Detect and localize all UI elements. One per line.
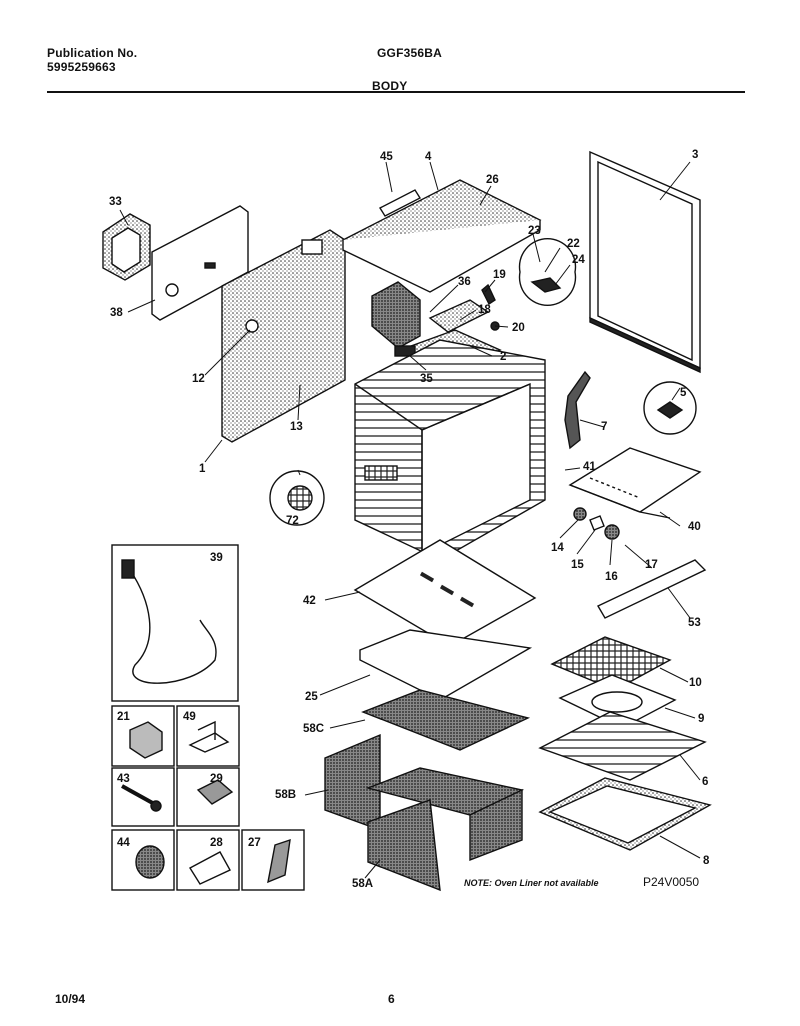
callout-36: 36 — [458, 276, 471, 288]
inset-box-28 — [176, 829, 240, 891]
callout-10: 10 — [689, 677, 702, 689]
callout-24: 24 — [572, 254, 585, 266]
model-number: GGF356BA — [377, 46, 442, 60]
callout-43: 43 — [117, 773, 130, 785]
callout-1: 1 — [199, 463, 206, 475]
inset-box-29 — [176, 767, 240, 827]
callout-25: 25 — [305, 691, 318, 703]
part-gasket-72 — [269, 470, 325, 526]
callout-33: 33 — [109, 196, 122, 208]
part-top-tray-4 — [341, 179, 542, 293]
callout-20: 20 — [512, 322, 525, 334]
part-trim-53 — [597, 559, 707, 619]
publication-label: Publication No. — [47, 46, 138, 60]
callout-9: 9 — [698, 713, 704, 725]
callout-58c: 58C — [303, 723, 324, 735]
part-latch-36 — [371, 281, 421, 349]
callout-58a: 58A — [352, 878, 373, 890]
diagram-code: P24V0050 — [643, 875, 699, 889]
part-oven-body — [354, 339, 546, 561]
callout-8: 8 — [703, 855, 710, 867]
inset-box-44 — [111, 829, 175, 891]
callout-38: 38 — [110, 307, 123, 319]
callout-44: 44 — [117, 837, 130, 849]
callout-13: 13 — [290, 421, 303, 433]
callout-14: 14 — [551, 542, 564, 554]
callout-15: 15 — [571, 559, 584, 571]
publication-number: 5995259663 — [47, 60, 116, 74]
callout-5: 5 — [680, 387, 687, 399]
part-leveler-5 — [643, 381, 697, 435]
part-brackets-22-24 — [518, 238, 577, 306]
part-plate-25 — [359, 629, 533, 701]
leader-lines — [119, 161, 701, 879]
footer-date: 10/94 — [55, 992, 86, 1006]
callout-12: 12 — [192, 373, 205, 385]
callout-23: 23 — [528, 225, 541, 237]
callout-22: 22 — [567, 238, 580, 250]
callout-49: 49 — [183, 711, 196, 723]
callout-42: 42 — [303, 595, 316, 607]
callout-29: 29 — [210, 773, 223, 785]
part-panel-3 — [589, 150, 701, 374]
callout-19: 19 — [493, 269, 506, 281]
part-pan-8 — [538, 777, 712, 851]
inset-box-21 — [111, 705, 175, 767]
callout-41: 41 — [583, 461, 596, 473]
callout-6: 6 — [702, 776, 708, 788]
header-rule — [47, 91, 745, 93]
callout-17: 17 — [645, 559, 658, 571]
callout-53: 53 — [688, 617, 701, 629]
callout-2: 2 — [500, 351, 506, 363]
inset-box-49 — [176, 705, 240, 767]
callout-26: 26 — [486, 174, 499, 186]
callout-28: 28 — [210, 837, 223, 849]
callout-72: 72 — [286, 515, 299, 527]
part-hardware-18-20 — [428, 283, 500, 333]
callout-18: 18 — [478, 304, 491, 316]
inset-box-43 — [111, 767, 175, 827]
callout-58b: 58B — [275, 789, 296, 801]
callout-labels: 45 4 26 3 33 23 22 24 19 38 36 18 20 2 1… — [109, 149, 710, 890]
part-hinge-7 — [564, 370, 591, 450]
part-back-panel-1 — [221, 229, 346, 443]
callout-40: 40 — [688, 521, 701, 533]
part-broiler-pan-9 — [558, 674, 677, 729]
part-knobs-14-16 — [573, 507, 620, 540]
oven-liner-note: NOTE: Oven Liner not available — [464, 878, 599, 888]
callout-4: 4 — [425, 151, 432, 163]
inset-box-27 — [241, 829, 305, 891]
callout-3: 3 — [692, 149, 698, 161]
part-bracket-33 — [102, 213, 151, 281]
part-rack-6 — [538, 711, 707, 781]
callout-27: 27 — [248, 837, 261, 849]
callout-39: 39 — [210, 552, 223, 564]
callout-45: 45 — [380, 151, 393, 163]
part-bracket-40 — [568, 447, 702, 519]
section-title: BODY — [372, 79, 408, 93]
callout-7: 7 — [601, 421, 607, 433]
callout-21: 21 — [117, 711, 130, 723]
page-number: 6 — [388, 992, 395, 1006]
inset-box-39 — [111, 544, 239, 702]
callout-16: 16 — [605, 571, 618, 583]
part-plate-42 — [353, 539, 537, 647]
part-drawer-58 — [324, 689, 531, 892]
callout-35: 35 — [420, 373, 433, 385]
part-broiler-pan-10 — [550, 636, 672, 691]
